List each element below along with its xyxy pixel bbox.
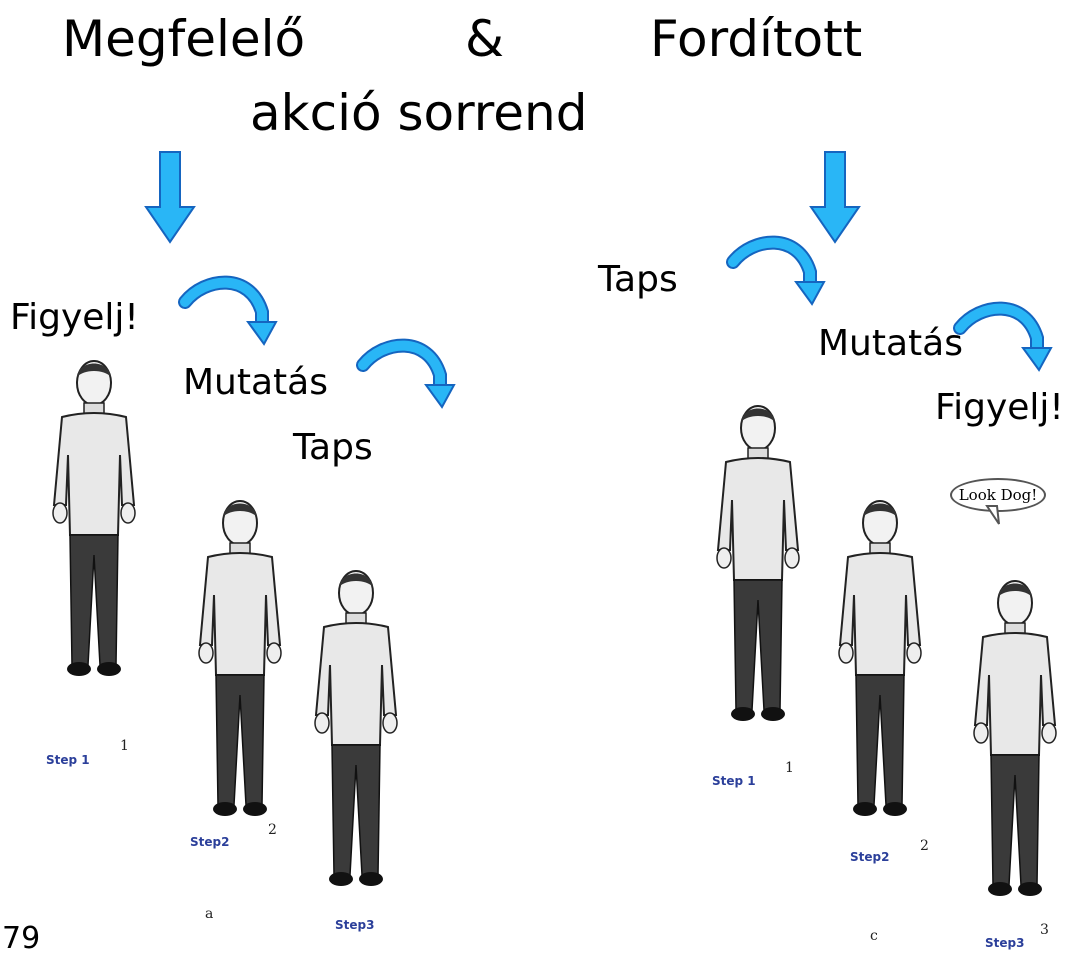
step-number-left-2: 2 — [268, 822, 277, 838]
step-label-left-2: Step2 — [190, 835, 230, 849]
caption-left-figyelj: Figyelj! — [10, 297, 139, 338]
step-number-right-2: 2 — [920, 838, 929, 854]
curved-arrow-left-2-icon — [358, 335, 458, 411]
down-arrow-left-icon — [144, 151, 196, 244]
person-left-step1-figure — [52, 360, 136, 677]
curved-arrow-left-1-icon — [180, 272, 280, 348]
curved-arrow-right-2-icon — [955, 298, 1055, 374]
step-label-left-3: Step3 — [335, 918, 375, 932]
person-right-step2-figure — [838, 500, 922, 817]
curved-arrow-right-1-icon — [728, 232, 828, 308]
caption-right-figyelj: Figyelj! — [935, 387, 1064, 428]
step-label-right-3: Step3 — [985, 936, 1025, 950]
panel-letter-left: a — [205, 906, 214, 922]
step-label-left-1: Step 1 — [46, 753, 90, 767]
caption-left-taps: Taps — [293, 427, 373, 468]
step-label-right-1: Step 1 — [712, 774, 756, 788]
step-number-right-1: 1 — [785, 760, 794, 776]
title-word-megfelelo: Megfelelő — [62, 10, 306, 68]
caption-right-taps: Taps — [598, 259, 678, 300]
step-label-right-2: Step2 — [850, 850, 890, 864]
title-ampersand: & — [465, 10, 504, 68]
person-right-step3-figure — [973, 580, 1057, 897]
down-arrow-right-icon — [809, 151, 861, 244]
caption-left-mutatas: Mutatás — [183, 362, 328, 403]
title-line-akcio-sorrend: akció sorrend — [250, 84, 588, 142]
panel-letter-right: c — [870, 928, 878, 944]
speech-bubble-tail — [985, 505, 1000, 525]
person-left-step3-figure — [314, 570, 398, 887]
step-number-right-3: 3 — [1040, 922, 1049, 938]
step-number-left-1: 1 — [120, 738, 129, 754]
caption-right-mutatas: Mutatás — [818, 323, 963, 364]
page-number: 79 — [2, 921, 41, 956]
title-word-forditott: Fordított — [650, 10, 863, 68]
person-right-step1-figure — [716, 405, 800, 722]
person-left-step2-figure — [198, 500, 282, 817]
